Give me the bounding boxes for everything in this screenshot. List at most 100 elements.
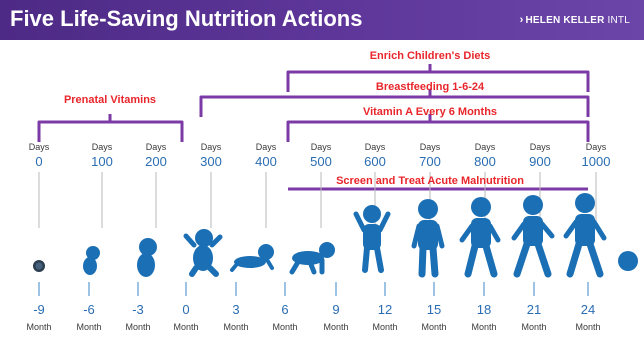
month-value-label: -9: [33, 302, 45, 317]
days-value-label: 400: [255, 154, 277, 169]
month-value-label: 18: [477, 302, 491, 317]
days-unit-label: Days: [475, 142, 496, 152]
action-brackets: [37, 64, 590, 191]
days-unit-label: Days: [256, 142, 277, 152]
child-head: [363, 205, 381, 223]
days-value-label: 100: [91, 154, 113, 169]
days-unit-label: Days: [92, 142, 113, 152]
month-unit-label: Month: [575, 322, 600, 332]
child-torso: [418, 220, 438, 250]
action-label: Enrich Children's Diets: [370, 50, 491, 62]
child-torso: [363, 224, 381, 250]
month-value-label: 3: [232, 302, 239, 317]
baby-head: [258, 244, 274, 260]
days-value-label: 700: [419, 154, 441, 169]
days-unit-label: Days: [365, 142, 386, 152]
action-bracket: [37, 114, 184, 142]
cell-nucleus: [35, 262, 43, 270]
action-bracket: [199, 89, 590, 117]
child-arms: [353, 211, 391, 233]
toddler-walking-icon: [459, 197, 501, 278]
child-legs: [513, 240, 552, 278]
crawling-baby-icon: [289, 242, 335, 275]
growth-stages: [33, 193, 638, 278]
month-unit-label: Month: [372, 322, 397, 332]
days-value-label: 600: [364, 154, 386, 169]
month-unit-label: Month: [521, 322, 546, 332]
days-unit-label: Days: [311, 142, 332, 152]
standing-baby-icon: [353, 205, 391, 273]
fetus-body: [83, 257, 97, 275]
days-unit-label: Days: [201, 142, 222, 152]
month-value-label: 15: [427, 302, 441, 317]
child-torso: [575, 214, 595, 246]
days-unit-label: Days: [530, 142, 551, 152]
page-title: Five Life-Saving Nutrition Actions: [10, 6, 363, 31]
days-value-label: 200: [145, 154, 167, 169]
baby-limbs: [289, 257, 325, 275]
action-label: Screen and Treat Acute Malnutrition: [336, 175, 524, 187]
action-label: Breastfeeding 1-6-24: [376, 81, 485, 93]
month-value-label: -3: [132, 302, 144, 317]
brand-chevron-icon: ›: [519, 14, 524, 26]
baby-body: [193, 245, 213, 271]
child-head: [471, 197, 491, 217]
days-unit-label: Days: [146, 142, 167, 152]
month-unit-label: Month: [26, 322, 51, 332]
month-value-label: 0: [182, 302, 189, 317]
ball-icon: [618, 251, 638, 271]
days-value-label: 1000: [582, 154, 611, 169]
child-torso: [523, 216, 543, 246]
action-label: Vitamin A Every 6 Months: [363, 106, 497, 118]
brand-name: HELEN KELLER: [525, 15, 605, 26]
child-torso: [471, 218, 491, 248]
child-legs: [464, 242, 498, 278]
days-value-label: 900: [529, 154, 551, 169]
fetus-head: [86, 246, 100, 260]
fetus-large-icon: [137, 238, 157, 277]
month-value-label: 21: [527, 302, 541, 317]
month-unit-label: Month: [223, 322, 248, 332]
child-head: [523, 195, 543, 215]
days-value-label: 500: [310, 154, 332, 169]
fetus-body: [137, 253, 155, 277]
child-legs: [566, 240, 604, 278]
month-value-label: -6: [83, 302, 95, 317]
month-value-label: 6: [281, 302, 288, 317]
days-value-label: 300: [200, 154, 222, 169]
month-unit-label: Month: [76, 322, 101, 332]
month-unit-label: Month: [471, 322, 496, 332]
fetus-small-icon: [83, 246, 100, 275]
days-unit-label: Days: [586, 142, 607, 152]
fetus-head: [139, 238, 157, 256]
baby-arms: [183, 233, 223, 248]
child-arms: [459, 223, 501, 243]
baby-head: [195, 229, 213, 247]
days-unit-label: Days: [29, 142, 50, 152]
child-walking-icon: [563, 193, 607, 278]
child-arms: [563, 219, 607, 241]
month-value-label: 24: [581, 302, 595, 317]
nutrition-timeline-diagram: Days 0 Days 100 Days 200 Days 300 Days 400 Days 500…: [26, 50, 638, 332]
brand-logo: ›HELEN KELLER INTL: [520, 14, 630, 26]
child-head: [575, 193, 595, 213]
title-banner: Five Life-Saving Nutrition Actions ›HELE…: [0, 0, 644, 40]
baby-body: [234, 256, 266, 268]
child-legs: [418, 244, 439, 278]
child-head: [418, 199, 438, 219]
brand-suffix: INTL: [604, 15, 630, 26]
baby-head: [319, 242, 335, 258]
month-value-label: 12: [378, 302, 392, 317]
baby-limbs: [230, 256, 274, 272]
toddler-stepping-icon: [511, 195, 555, 278]
month-unit-label: Month: [272, 322, 297, 332]
days-value-label: 0: [35, 154, 42, 169]
month-unit-label: Month: [125, 322, 150, 332]
month-value-label: 9: [332, 302, 339, 317]
action-bracket: [286, 64, 590, 92]
days-unit-label: Days: [420, 142, 441, 152]
days-value-label: 800: [474, 154, 496, 169]
month-unit-label: Month: [323, 322, 348, 332]
